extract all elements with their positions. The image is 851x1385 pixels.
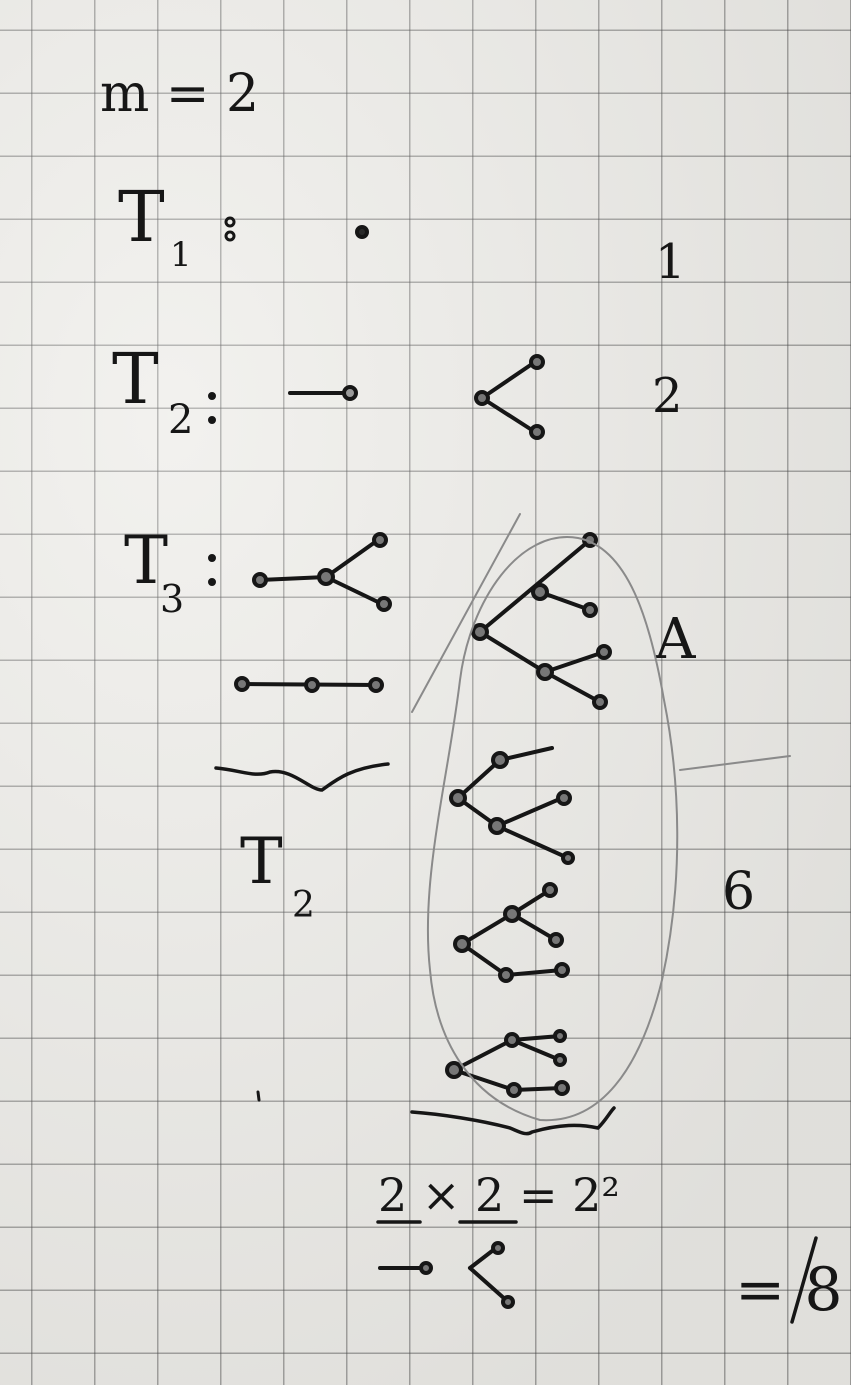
circled-tree-4 <box>445 1029 570 1098</box>
t3-tree-fork <box>252 532 392 612</box>
row-t3-subscript: 3 <box>160 577 185 621</box>
t3-tree-path <box>234 676 384 693</box>
row-t1-count: 1 <box>655 234 686 290</box>
row-t3-label: T <box>124 522 169 599</box>
pencil-stroke-2 <box>679 755 791 771</box>
t1-single-node-tree <box>224 216 369 242</box>
brace-label: T <box>240 825 283 899</box>
product-fork-tree <box>468 1241 515 1309</box>
product-equation: 2 × 2 = 2² <box>378 1168 620 1222</box>
row-t1-subscript: 1 <box>170 235 192 275</box>
row-t1-label: T <box>118 176 165 258</box>
t2-colon <box>208 392 216 424</box>
t2-fork-tree <box>474 354 545 440</box>
circled-tree-1 <box>471 532 612 710</box>
t2-edge-tree <box>288 385 358 401</box>
pencil-stroke-1 <box>411 513 521 713</box>
brace-label-subscript: 2 <box>292 885 315 926</box>
circled-tree-3 <box>453 882 570 983</box>
result-fragment: = 8 <box>735 1255 843 1325</box>
row-t2-label: T <box>112 338 159 420</box>
row-t2-count: 2 <box>652 368 683 424</box>
brace-left <box>214 762 390 792</box>
product-edge-tree <box>378 1261 433 1275</box>
tag-a: A <box>655 607 696 672</box>
brace-right <box>410 1106 616 1136</box>
row-t2-subscript: 2 <box>168 397 194 443</box>
t3-colon <box>208 554 216 586</box>
header-equation: m = 2 <box>100 64 260 124</box>
circled-tree-2 <box>449 746 575 865</box>
tick-mark <box>256 1090 261 1102</box>
row-t3-count: 6 <box>722 862 756 922</box>
pencil-loop <box>426 536 679 1122</box>
strike-mark <box>790 1236 818 1324</box>
